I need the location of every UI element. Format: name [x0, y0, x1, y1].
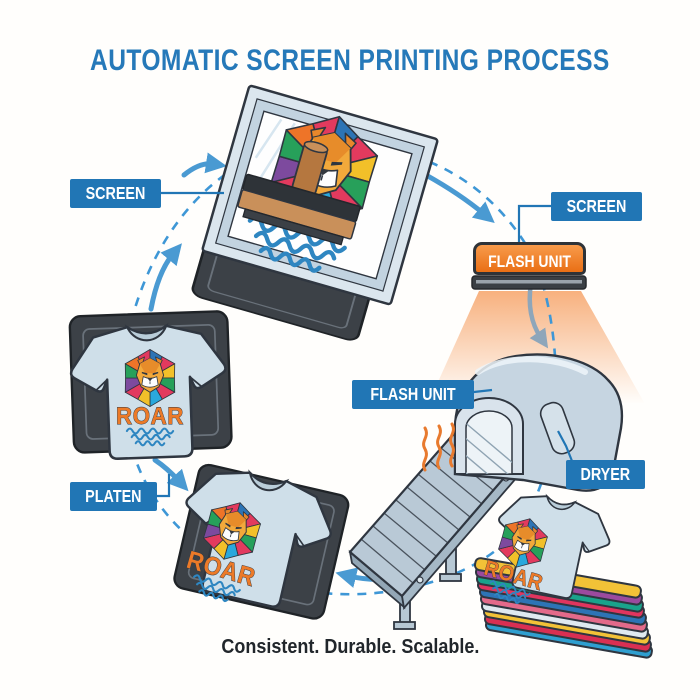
- label-platen-text: PLATEN: [85, 486, 142, 506]
- label-connectors: [148, 191, 574, 498]
- label-flash-unit: FLASH UNIT: [352, 380, 475, 409]
- label-dryer-text: DRYER: [580, 464, 631, 484]
- label-connector: [557, 430, 574, 462]
- flow-arrow-to-press: [148, 243, 182, 312]
- dryer-side-panel: [539, 401, 576, 455]
- folded-shirt-stack: [473, 486, 653, 659]
- tshirt-on-platen-tilted: [166, 459, 352, 622]
- label-connector: [517, 204, 551, 247]
- label-flash-unit-text: FLASH UNIT: [370, 384, 456, 404]
- flash-lamp-base: [471, 275, 587, 290]
- label-platen: PLATEN: [70, 482, 157, 511]
- process-cycle-path: [122, 144, 558, 596]
- label-screen-left: SCREEN: [70, 179, 161, 208]
- screen-frame: [201, 84, 439, 306]
- tagline: Consistent. Durable. Scalable.: [0, 636, 700, 659]
- page-title-text: AUTOMATIC SCREEN PRINTING PROCESS: [90, 44, 610, 77]
- label-dryer: DRYER: [566, 460, 645, 489]
- label-screen-left-text: SCREEN: [85, 183, 146, 203]
- dryer-highlight: [475, 356, 588, 375]
- conveyor-dryer: [348, 353, 624, 630]
- flow-arrow-to-flash: [423, 172, 495, 223]
- page-title: AUTOMATIC SCREEN PRINTING PROCESS: [0, 44, 700, 78]
- squeegee: [237, 140, 361, 246]
- flow-arrow-to-screen: [181, 152, 227, 178]
- flash-unit-lamp: FLASH UNIT: [473, 242, 586, 275]
- heat-waves-icon: [422, 422, 455, 472]
- flash-unit-lamp-text: FLASH UNIT: [488, 252, 571, 271]
- label-screen-right-text: SCREEN: [566, 196, 627, 216]
- flow-arrow-to-platen: [152, 457, 189, 492]
- label-screen-right: SCREEN: [551, 192, 642, 221]
- tagline-text: Consistent. Durable. Scalable.: [220, 636, 480, 658]
